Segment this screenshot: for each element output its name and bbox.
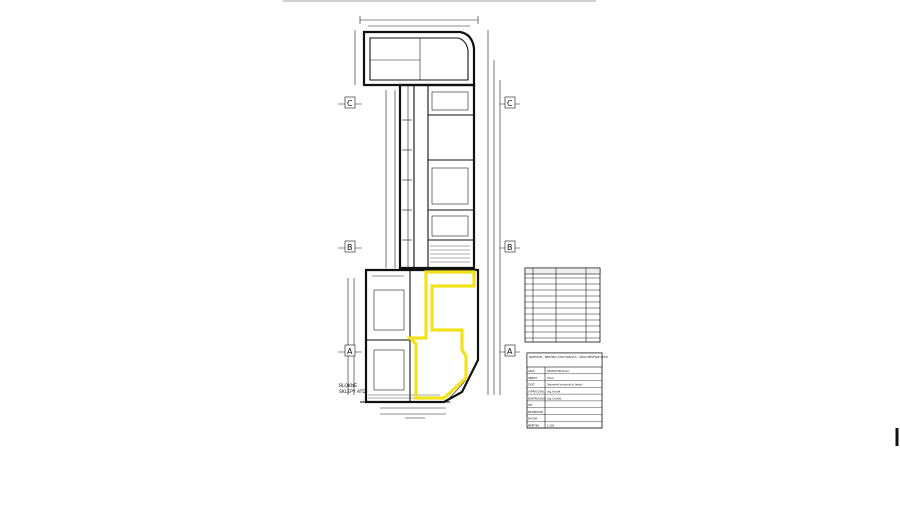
svg-text:A: A (507, 347, 513, 356)
svg-text:C: C (507, 99, 513, 108)
side-room-label: BLOKNÉ SKLEPY ATD. (339, 381, 367, 395)
title-block-key: OBJEKT (528, 376, 537, 380)
title-block-key: DATUM (528, 417, 537, 421)
title-block: INVESTOR - MĚSTSKÁ ČÁST PRAHA 6 - ÚŘAD M… (526, 352, 608, 429)
svg-text:SKLEPY ATD.: SKLEPY ATD. (339, 389, 367, 395)
svg-text:B: B (507, 243, 513, 252)
title-block-header: INVESTOR - MĚSTSKÁ ČÁST PRAHA 6 - ÚŘAD M… (529, 354, 608, 359)
svg-text:B: B (347, 243, 353, 252)
title-block-key: HIP (528, 403, 533, 407)
section-b-left: B (338, 240, 362, 253)
building-outline (347, 16, 501, 419)
room-legend-table (524, 267, 601, 343)
section-a-left: A (338, 344, 362, 357)
svg-text:A: A (347, 347, 353, 356)
title-block-key: MĚŘÍTKO (528, 422, 539, 427)
title-block-value: HALA (547, 376, 554, 380)
title-block-key: VYPRACOVAL (528, 390, 545, 394)
section-b-right: B (500, 240, 520, 253)
svg-text:C: C (347, 99, 353, 108)
title-block-key: ČÁST (528, 382, 535, 387)
title-block-value: 1:100 (547, 423, 555, 427)
svg-text:BLOKNÉ: BLOKNÉ (339, 381, 357, 389)
section-markers: C C B B A A (338, 96, 520, 357)
title-block-key: AKCE (528, 369, 535, 373)
title-block-key: KONTROLOVAL (528, 396, 547, 400)
title-block-value: Ing. Dvořák (547, 396, 562, 400)
section-c-right: C (500, 96, 520, 109)
section-c-left: C (338, 96, 362, 109)
title-block-value: Ing. Novák (547, 390, 561, 394)
highlighted-unit-outline[interactable] (406, 270, 476, 400)
title-block-value: SPORTOVNÍ HALA (547, 368, 569, 373)
title-block-value: Stavebně konstrukční řešení (547, 383, 583, 387)
section-a-right: A (500, 344, 520, 357)
title-block-key: PROJEKTANT (528, 410, 544, 414)
